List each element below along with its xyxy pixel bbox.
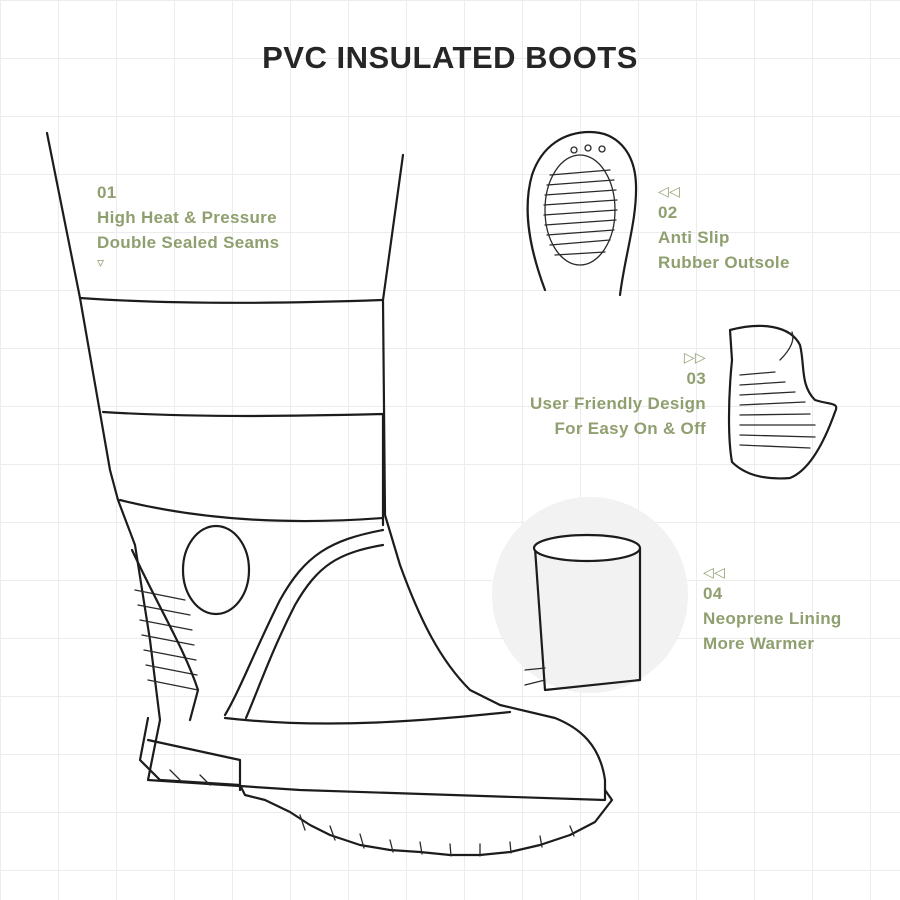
shaft-panel: [101, 410, 385, 527]
feature-line-2: More Warmer: [703, 634, 815, 653]
sole-hole-2: [584, 144, 592, 152]
outsole: [138, 716, 614, 857]
heel-detail-illustration: [727, 324, 838, 480]
sole-hole-1: [570, 146, 578, 154]
feature-line-1: High Heat & Pressure: [97, 208, 277, 227]
feature-02: ◁◁ 02 Anti Slip Rubber Outsole: [658, 184, 790, 275]
sole-hole-3: [598, 145, 606, 153]
page-title: PVC INSULATED BOOTS: [262, 40, 638, 75]
feature-number: 01: [97, 183, 117, 202]
sole-detail-illustration: [526, 130, 638, 297]
heel-counter: [130, 548, 200, 722]
feature-line-2: For Easy On & Off: [554, 419, 706, 438]
sole-tread-zone: [544, 154, 616, 266]
feature-number: 03: [686, 369, 706, 388]
sole-outline: [526, 130, 638, 297]
ankle-circle: [181, 524, 251, 616]
lining-circle-bg: [492, 497, 688, 693]
chevron-left-icon: ◁◁: [658, 184, 681, 200]
feature-line-1: Anti Slip: [658, 228, 730, 247]
feature-number: 02: [658, 203, 678, 222]
feature-line-2: Rubber Outsole: [658, 253, 790, 272]
feature-number: 04: [703, 584, 723, 603]
outsole-lugs: [169, 769, 575, 857]
shaft-panel-lower: [118, 498, 385, 523]
heel-ribs-detail: [739, 371, 816, 449]
main-boot-illustration: [45, 131, 614, 857]
toe-cap-line: [223, 710, 512, 725]
lining-base: [524, 667, 546, 686]
chevron-down-icon: ▿: [97, 255, 105, 271]
feature-01: 01 High Heat & Pressure Double Sealed Se…: [97, 180, 279, 271]
lining-detail-illustration: [492, 497, 688, 693]
heel-fold: [779, 331, 794, 361]
heel-outline: [727, 324, 838, 480]
feature-03: ▷▷ 03 User Friendly Design For Easy On &…: [530, 350, 706, 441]
chevron-right-icon: ▷▷: [683, 350, 706, 366]
chevron-left-icon: ◁◁: [703, 565, 726, 581]
feature-04: ◁◁ 04 Neoprene Lining More Warmer: [703, 565, 842, 656]
heel-ribs: [134, 589, 199, 691]
lining-opening: [532, 533, 642, 563]
sole-tread-lines: [543, 169, 618, 256]
heel-block: [146, 738, 242, 792]
boot-outline: [45, 131, 607, 802]
feature-line-1: Neoprene Lining: [703, 609, 842, 628]
ankle-reinforcement: [223, 528, 385, 717]
feature-line-2: Double Sealed Seams: [97, 233, 280, 252]
cuff-band: [78, 296, 385, 304]
ankle-reinforcement-inner: [244, 543, 385, 720]
feature-line-1: User Friendly Design: [529, 394, 706, 413]
